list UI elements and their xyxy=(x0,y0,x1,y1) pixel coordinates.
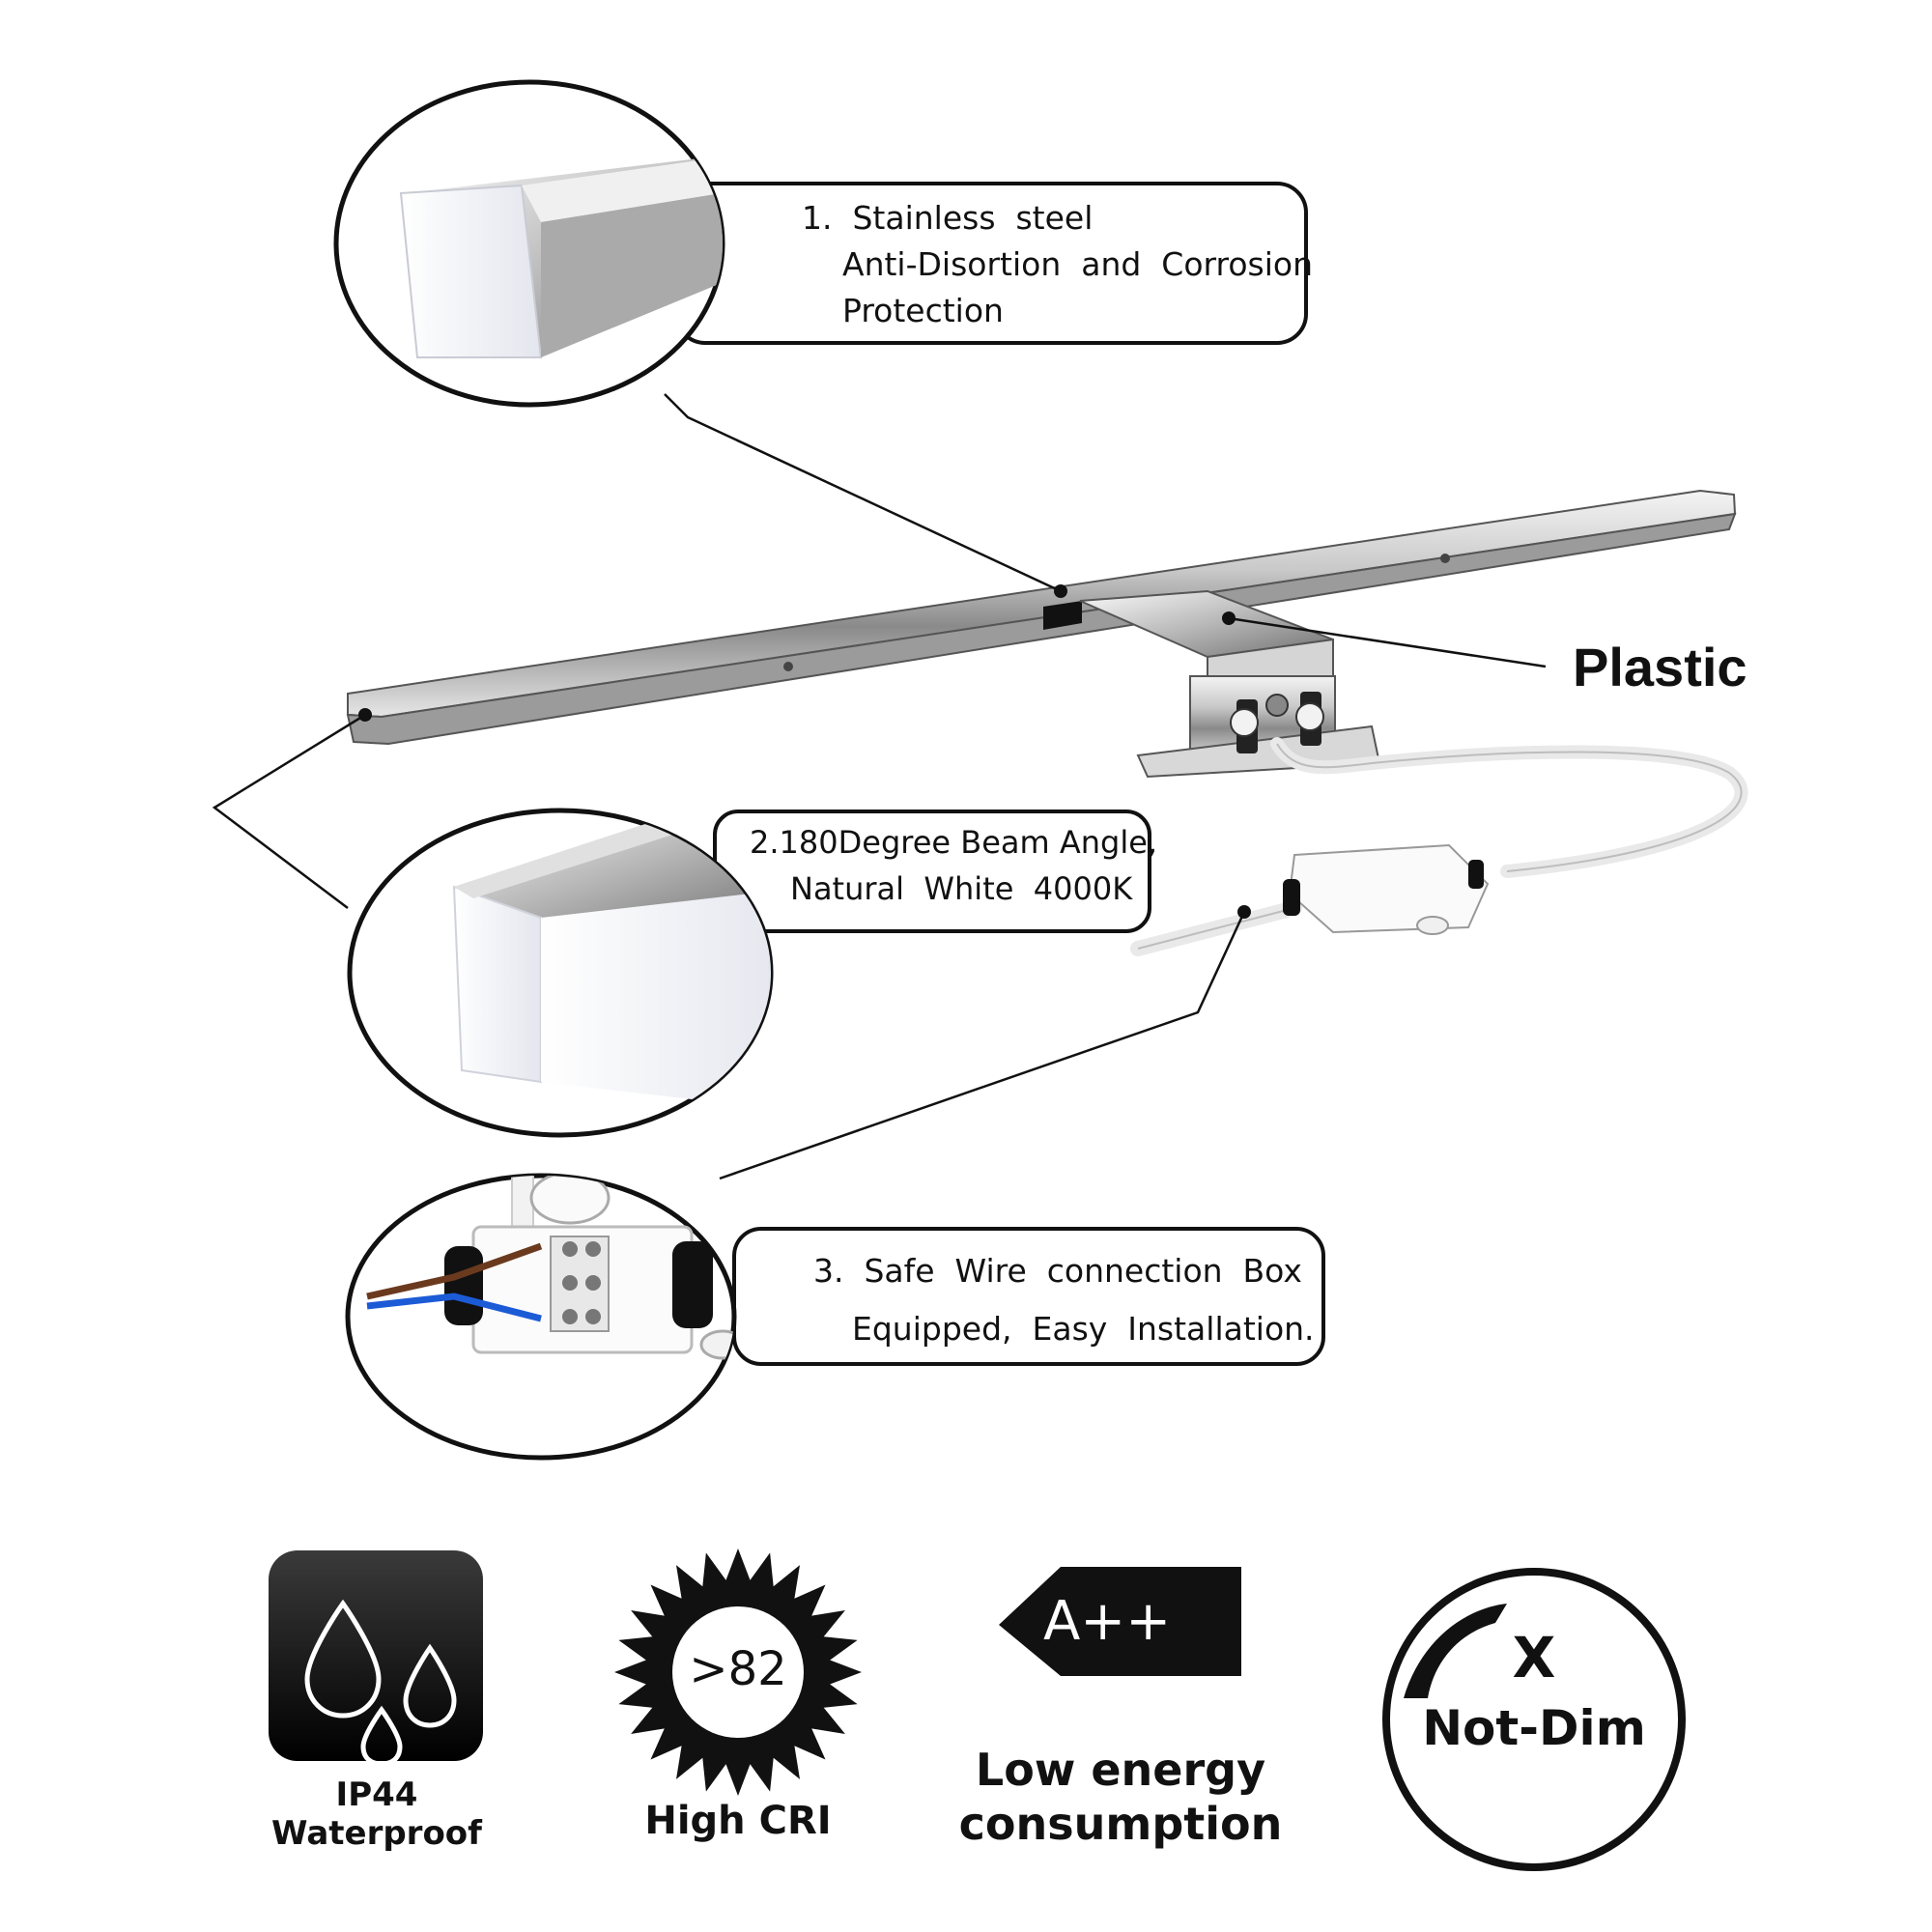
waterproof-badge xyxy=(269,1550,483,1767)
pointer-dot xyxy=(1237,905,1251,919)
zoom-image-beam xyxy=(452,810,771,1111)
pointer-dot xyxy=(1222,611,1236,625)
zoom-image-wire xyxy=(366,1176,734,1360)
cri-label: High CRI xyxy=(644,1799,832,1843)
waterproof-label: IP44 Waterproof xyxy=(261,1776,493,1853)
callout-text-wire: 3. Safe Wire connection Box Equipped, Ea… xyxy=(813,1242,1315,1358)
mounting-bracket xyxy=(1079,589,1381,779)
screw-icon xyxy=(1440,554,1450,563)
pointer-dot xyxy=(1054,584,1067,598)
callout-steel-line-3: Protection xyxy=(842,292,1004,329)
cri-value: >82 xyxy=(689,1642,787,1696)
energy-arrow-icon xyxy=(999,1567,1241,1676)
callout-steel-line-1: 1. Stainless steel xyxy=(802,199,1094,237)
leader-lines xyxy=(212,393,1547,1180)
not-dim-badge xyxy=(1382,1568,1686,1871)
waterproof-text: Waterproof xyxy=(271,1814,482,1853)
energy-label: Low energy consumption xyxy=(956,1743,1285,1851)
pointer-dot xyxy=(358,708,372,722)
not-dim-label: Not-Dim xyxy=(1422,1700,1646,1756)
callout-beam-line-1: 2.180Degree Beam Angle, xyxy=(750,824,1158,861)
plastic-label: Plastic xyxy=(1573,637,1747,697)
energy-line-1: Low energy xyxy=(975,1744,1266,1796)
callout-wire-line-1: 3. Safe Wire connection Box xyxy=(813,1252,1302,1290)
water-drops-icon xyxy=(304,1599,457,1767)
power-cable xyxy=(1130,737,1748,956)
energy-rating: A++ xyxy=(1043,1590,1172,1653)
lamp-bar xyxy=(346,489,1737,746)
energy-line-2: consumption xyxy=(958,1798,1283,1850)
high-cri-badge xyxy=(614,1548,862,1796)
connection-box xyxy=(1283,843,1490,935)
not-dim-mark: X xyxy=(1512,1625,1556,1690)
energy-rating-badge xyxy=(999,1567,1241,1676)
callout-text-steel: 1. Stainless steel Anti-Disortion and Co… xyxy=(802,195,1313,334)
screw-icon xyxy=(783,662,793,671)
callout-steel-line-2: Anti-Disortion and Corrosion xyxy=(842,245,1314,283)
callout-beam-line-2: Natural White 4000K xyxy=(790,870,1133,907)
zoom-image-steel xyxy=(399,150,723,358)
callout-wire-line-2: Equipped, Easy Installation. xyxy=(852,1310,1315,1348)
callout-text-beam: 2.180Degree Beam Angle, Natural White 40… xyxy=(750,819,1157,912)
dimmer-arc-icon xyxy=(1404,1604,1507,1698)
waterproof-rating: IP44 xyxy=(335,1776,418,1814)
